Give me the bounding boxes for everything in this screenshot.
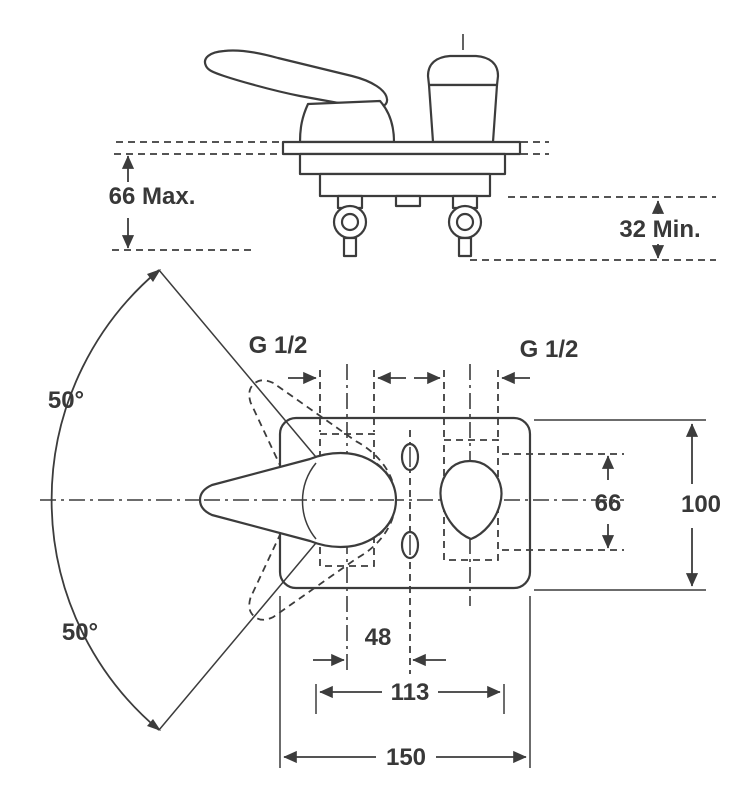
swing-angle-lower-label: 50°: [62, 619, 98, 646]
plan-view-dimensions: 50° 50° G 1/2 G 1/2 66 100 48 11: [48, 332, 721, 771]
dim-150-label: 150: [386, 744, 426, 771]
thread-end-left: [342, 236, 358, 258]
lever-dome: [298, 99, 396, 144]
front-view: [114, 34, 549, 258]
lever-swing-arc: [50, 269, 160, 731]
dim-100-label: 100: [681, 491, 721, 518]
dim-48-label: 48: [365, 624, 392, 651]
mounting-nut-left-inner: [340, 212, 360, 232]
arc-arrow-top: [147, 269, 161, 282]
valve-body-tab: [394, 194, 422, 208]
dim-deck-thickness-max-label: 66 Max.: [109, 183, 196, 210]
thread-size-right-label: G 1/2: [520, 336, 579, 363]
valve-body-lower: [318, 172, 492, 198]
thread-size-left-label: G 1/2: [249, 332, 308, 359]
valve-body-upper: [298, 152, 507, 176]
dim-recess-depth-min-label: 32 Min.: [619, 216, 700, 243]
spout-cap: [426, 54, 500, 87]
lever-handle: [203, 49, 389, 110]
arc-arrow-bottom: [147, 719, 161, 731]
front-view-faucet: [203, 49, 522, 258]
mounting-nut-right: [447, 204, 483, 240]
mounting-nut-left: [332, 204, 368, 240]
front-view-dimensions: 66 Max. 32 Min.: [109, 155, 716, 261]
mounting-flange: [281, 140, 522, 156]
lever-neck-line: [301, 462, 317, 540]
plan-view: [40, 269, 624, 731]
spout-body: [427, 83, 499, 144]
swing-angle-upper-label: 50°: [48, 387, 84, 414]
dim-113-label: 113: [391, 679, 430, 706]
dim-66-label: 66: [595, 490, 622, 517]
thread-end-right: [457, 236, 473, 258]
spout-base: [439, 459, 503, 541]
mounting-nut-right-inner: [455, 212, 475, 232]
